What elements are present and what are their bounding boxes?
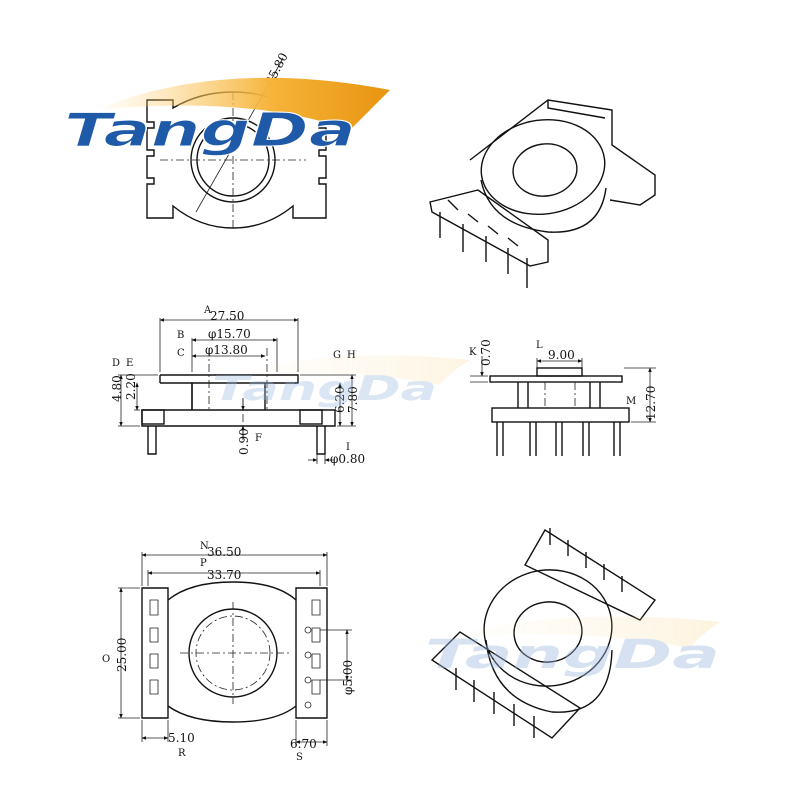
end-dim-l: 9.00 (548, 348, 575, 362)
bottom-view-pin-hole-2 (304, 651, 312, 659)
side-letter-e: E (126, 358, 133, 369)
end-view-top-cap (536, 367, 583, 377)
bottom-view-pin-hole-3 (304, 676, 312, 684)
side-dim-b: φ15.70 (208, 327, 251, 341)
bottom-dim-s: 6.70 (290, 737, 317, 751)
iso1-back-plate (469, 99, 656, 206)
end-view-pins (496, 422, 621, 456)
end-letter-m: M (626, 396, 636, 407)
bottom-dim-p: 33.70 (207, 568, 241, 582)
bottom-view-rail-left (141, 587, 169, 719)
watermark-middle-swoosh (210, 355, 470, 385)
bottom-letter-r: R (178, 748, 186, 759)
watermark-middle: TangDa (210, 355, 470, 409)
bottom-letter-p: P (200, 558, 207, 569)
side-view-foot-left (141, 409, 165, 425)
iso1-bore (512, 143, 578, 197)
bottom-dim-n: 36.50 (207, 545, 241, 559)
side-view: A 27.50 B φ15.70 C φ13.80 D E 4.80 2.20 … (110, 305, 365, 466)
side-letter-f: F (255, 433, 262, 444)
side-dim-c: φ13.80 (205, 343, 248, 357)
bottom-dim-hole: φ5.00 (341, 660, 355, 695)
side-dim-g: 6.20 (333, 386, 347, 413)
side-view-pin-right (316, 426, 326, 455)
logo-wordmark: TangDa (64, 103, 356, 157)
iso1-pin-base (429, 189, 549, 267)
side-dim-f: 0.90 (237, 428, 251, 455)
side-view-pin-left (147, 426, 157, 455)
end-letter-k: K (469, 347, 477, 358)
brand-logo: TangDa (64, 77, 390, 158)
side-letter-g: G (333, 350, 341, 361)
watermark-bottom: TangDa (425, 616, 720, 678)
side-dim-h: 7.80 (346, 386, 360, 413)
iso2-top-pins (549, 528, 623, 592)
iso1-pin-slots (447, 199, 519, 247)
bottom-view-slots-left (149, 599, 159, 695)
iso2-bottom-pins (455, 668, 535, 738)
end-view-top-flange (489, 375, 623, 383)
iso1-back-edge (547, 100, 606, 119)
watermark-middle-text: TangDa (212, 369, 437, 409)
end-view: K 0.70 L 9.00 M 12.70 (469, 339, 658, 456)
side-dim-i: φ0.80 (330, 452, 365, 466)
bottom-dim-o: 25.00 (115, 638, 129, 672)
bottom-letter-n: N (200, 541, 209, 552)
side-letter-a: A (203, 305, 212, 316)
bottom-view: N 36.50 P 33.70 O 25.00 5.10 R 6.70 S φ5… (102, 541, 355, 763)
bottom-view-body (167, 581, 297, 723)
iso2-top-rail (524, 529, 657, 621)
side-dim-d: 4.80 (110, 375, 124, 402)
watermark-bottom-text: TangDa (425, 632, 720, 678)
end-view-walls (517, 382, 601, 408)
end-dim-m: 12.70 (644, 386, 658, 420)
watermark-bottom-swoosh (430, 616, 720, 648)
end-letter-l: L (536, 340, 543, 351)
end-dim-k: 0.70 (479, 339, 493, 366)
iso1-pins (439, 212, 528, 288)
side-letter-b: B (177, 330, 184, 341)
bottom-letter-s: S (296, 752, 303, 763)
bottom-view-pin-hole-1 (304, 626, 312, 634)
isometric-view-top (429, 99, 656, 288)
end-view-base (491, 407, 630, 423)
iso2-body (485, 639, 613, 713)
iso1-flange (480, 118, 606, 216)
bottom-view-rail-right (295, 587, 328, 719)
side-letter-i: I (346, 442, 350, 453)
iso2-bottom-rail (430, 631, 582, 739)
logo-swoosh (95, 77, 390, 130)
isometric-view-bottom (430, 528, 657, 739)
side-dim-e: 2.20 (124, 373, 138, 400)
iso1-bobbin-body (480, 179, 607, 233)
bottom-view-slots-right (311, 599, 321, 695)
side-dim-a: 27.50 (210, 309, 244, 323)
bottom-view-pin-hole-4 (304, 701, 312, 709)
side-letter-c: C (177, 348, 185, 359)
side-letter-h: H (347, 350, 356, 361)
side-letter-d: D (112, 358, 120, 369)
side-view-foot-right (299, 409, 323, 425)
bottom-letter-o: O (102, 654, 110, 665)
bottom-dim-r: 5.10 (168, 731, 195, 745)
